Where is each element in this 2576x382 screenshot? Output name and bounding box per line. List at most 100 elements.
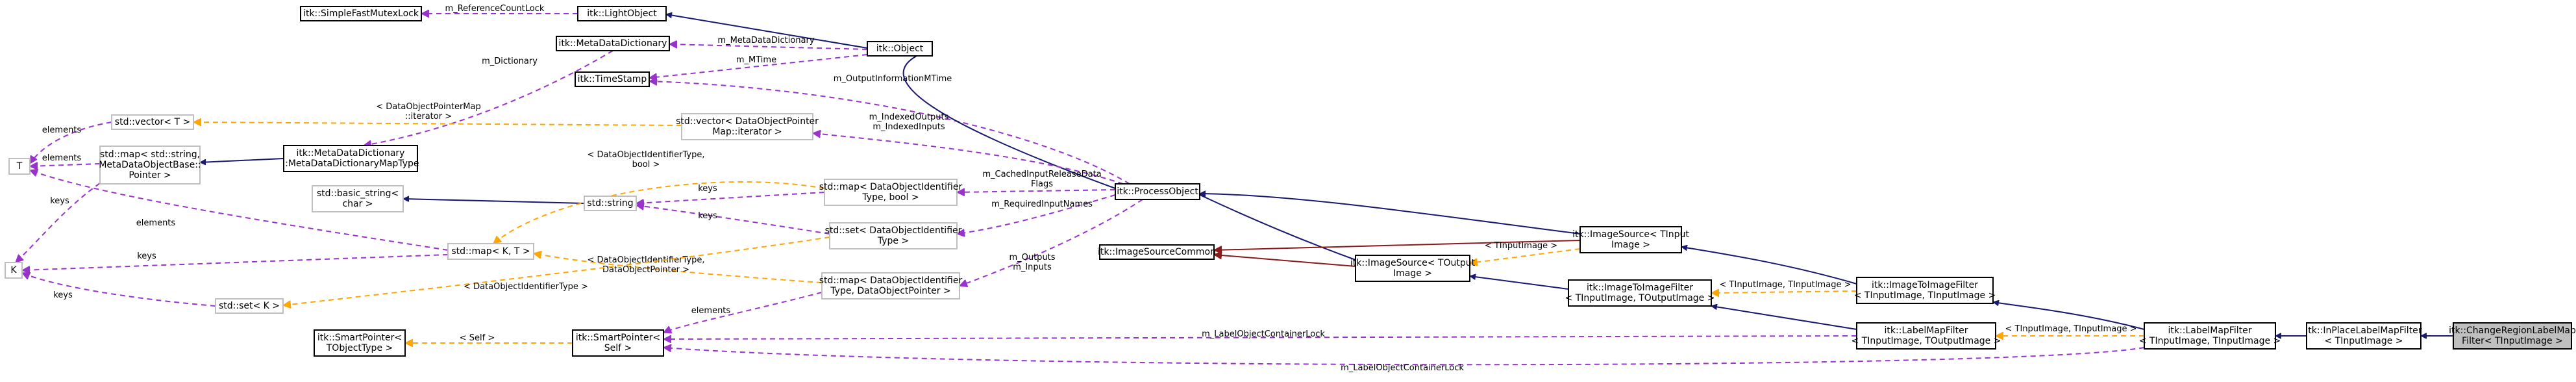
- class-box: [447, 243, 534, 260]
- class-name-line: Type, DataObjectPointer >: [830, 286, 950, 296]
- class-node-i2iTI[interactable]: itk::ImageToImageFilter< TInputImage, TI…: [1854, 277, 1996, 304]
- edge-label: keys: [53, 290, 73, 300]
- edge-e3: m_MetaDataDictionary: [669, 36, 868, 50]
- class-node-K[interactable]: K: [5, 262, 23, 279]
- class-node-T[interactable]: T: [8, 158, 31, 175]
- class-name-line: itk::ImageToImageFilter: [1872, 280, 1978, 290]
- class-node-i2iTO[interactable]: itk::ImageToImageFilter< TInputImage, TO…: [1565, 279, 1715, 307]
- class-node-mapDOIptr[interactable]: std::map< DataObjectIdentifierType, Data…: [819, 272, 963, 299]
- class-node-mapDOIbool[interactable]: std::map< DataObjectIdentifierType, bool…: [819, 179, 963, 206]
- edge-line: [649, 81, 1130, 185]
- class-node-lmfTI[interactable]: itk::LabelMapFilter< TInputImage, TInput…: [2139, 322, 2281, 350]
- edge-line: [649, 54, 868, 78]
- class-node-imgsrccommon[interactable]: itk::ImageSourceCommon: [1098, 244, 1216, 260]
- edge-line: [636, 205, 830, 235]
- edge-e28: [1214, 240, 1581, 250]
- class-box: [1568, 279, 1712, 307]
- edge-label: m_LabelObjectContainerLock: [1341, 363, 1464, 373]
- class-node-setK[interactable]: std::set< K >: [215, 298, 284, 314]
- class-node-object[interactable]: itk::Object: [867, 41, 933, 57]
- edge-e27: [1200, 194, 1581, 235]
- class-box: [5, 262, 23, 279]
- class-node-lmfTO[interactable]: itk::LabelMapFilter< TInputImage, TOutpu…: [1852, 322, 2001, 350]
- class-node-processobject[interactable]: itk::ProcessObject: [1115, 183, 1200, 200]
- edge-line: [813, 133, 1124, 185]
- edge-line: [1470, 276, 1569, 290]
- edge-label: keys: [50, 196, 69, 206]
- edge-e36: [1711, 306, 1857, 330]
- edge-e29: [1214, 255, 1356, 267]
- edge-e4: m_MTime: [649, 54, 868, 78]
- class-name-line: std::map< K, T >: [451, 246, 530, 257]
- edge-line: [193, 122, 682, 125]
- class-box: [867, 41, 933, 57]
- class-node-stdstring[interactable]: std::string: [584, 196, 637, 211]
- edge-label: m_ReferenceCountLock: [445, 4, 545, 14]
- class-box: [283, 145, 418, 172]
- class-name-line: itk::ChangeRegionLabelMap: [2449, 325, 2576, 336]
- class-name-line: std::map< DataObjectIdentifier: [819, 275, 963, 286]
- class-node-metadict[interactable]: itk::MetaDataDictionary: [556, 36, 670, 51]
- edge-line: [1470, 248, 1581, 263]
- class-node-imgsrcT[interactable]: itk::ImageSource< TInputImage >: [1572, 226, 1689, 253]
- class-node-mdictmap[interactable]: itk::MetaDataDictionary::MetaDataDiction…: [282, 145, 419, 172]
- edge-e40: m_LabelObjectContainerLock: [663, 348, 2145, 373]
- class-node-timestamp[interactable]: itk::TimeStamp: [575, 71, 650, 87]
- edge-e35: < Self >: [405, 333, 573, 343]
- class-node-lightobject[interactable]: itk::LightObject: [577, 6, 667, 21]
- edge-e5: m_OutputInformationMTime: [649, 74, 1130, 185]
- edge-e32: [1681, 247, 1857, 285]
- class-box: [314, 329, 406, 357]
- class-node-vecDOP[interactable]: std::vector< DataObjectPointerMap::itera…: [676, 113, 819, 140]
- edge-label: m_Outputs: [1009, 253, 1055, 262]
- edge-e16: keys: [636, 205, 830, 235]
- edge-label: Flags: [1031, 179, 1053, 189]
- class-node-basicstr[interactable]: std::basic_string<char >: [312, 185, 404, 212]
- edge-label: DataObjectPointer >: [602, 265, 689, 275]
- class-name-line: Self >: [604, 343, 632, 353]
- edge-label: m_OutputInformationMTime: [834, 74, 952, 84]
- class-node-mapstr[interactable]: std::map< std::string,MetaDataObjectBase…: [99, 146, 201, 185]
- edge-e25: keys: [22, 273, 216, 307]
- class-box: [556, 36, 670, 51]
- edge-e11: elements: [30, 153, 101, 166]
- class-box: [2144, 322, 2276, 350]
- edge-line: [957, 194, 1116, 234]
- class-name-line: K: [10, 265, 17, 275]
- class-node-imgsrcTO[interactable]: itk::ImageSource< TOutputImage >: [1350, 255, 1476, 282]
- edge-e22: < DataObjectIdentifierType,DataObjectPoi…: [534, 253, 823, 283]
- edge-label: elements: [42, 153, 82, 163]
- edge-line: [364, 50, 613, 146]
- class-name-line: T: [16, 161, 23, 172]
- edge-line: [669, 44, 868, 50]
- edge-label: < DataObjectPointerMap: [376, 102, 480, 112]
- class-node-smartTO[interactable]: itk::SmartPointer<TObjectType >: [314, 329, 406, 357]
- edge-e31: [1470, 276, 1569, 290]
- class-name-line: Type >: [877, 236, 909, 246]
- edge-line: [1214, 240, 1581, 250]
- edge-e10: elements: [29, 121, 112, 164]
- class-name-line: itk::SmartPointer<: [317, 333, 402, 343]
- edge-line: [1711, 291, 1857, 293]
- class-node-smartSelf[interactable]: itk::SmartPointer<Self >: [572, 329, 664, 357]
- class-box: [584, 196, 637, 211]
- class-box: [99, 146, 201, 185]
- edge-label: < TInputImage, TInputImage >: [2005, 324, 2137, 334]
- class-node-setDOI[interactable]: std::set< DataObjectIdentifierType >: [825, 222, 962, 249]
- class-name-line: Type, bool >: [861, 192, 919, 203]
- class-box: [575, 71, 650, 87]
- class-name-line: ::MetaDataDictionaryMapType: [282, 159, 419, 169]
- edge-label: bool >: [632, 160, 660, 170]
- edge-e39: < TInputImage, TInputImage >: [1996, 324, 2144, 336]
- class-node-fastmutex[interactable]: itk::SimpleFastMutexLock: [300, 6, 422, 21]
- edge-e33: < TInputImage, TInputImage >: [1711, 280, 1857, 293]
- edge-label: m_CachedInputReleaseData: [982, 170, 1101, 179]
- edge-line: [663, 348, 2145, 366]
- class-node-vecT[interactable]: std::vector< T >: [111, 114, 194, 130]
- class-node-mapKT[interactable]: std::map< K, T >: [447, 243, 534, 260]
- class-name-line: std::vector< DataObjectPointer: [676, 116, 819, 127]
- class-box: [1579, 226, 1682, 253]
- class-node-inplace[interactable]: itk::InPlaceLabelMapFilter< TInputImage …: [2305, 322, 2422, 350]
